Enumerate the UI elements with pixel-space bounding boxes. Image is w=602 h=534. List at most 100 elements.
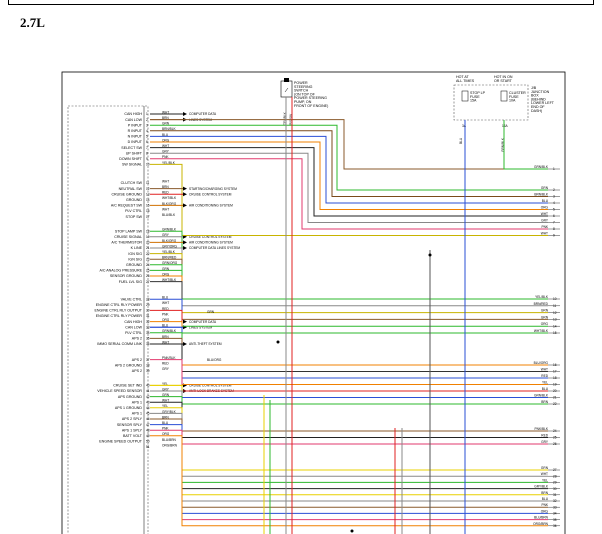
engine-label: 2.7L bbox=[20, 15, 45, 30]
wire-code: WHT bbox=[162, 301, 169, 305]
system-note: AIR CONDITIONING SYSTEM bbox=[189, 204, 233, 208]
right-pin: PNK8 bbox=[541, 225, 560, 231]
right-wire-code: PNK/BLK bbox=[535, 427, 549, 431]
wire-code: BLU bbox=[162, 324, 169, 328]
pin-number: 18 bbox=[146, 229, 150, 233]
wire-code: GRN/BLK bbox=[162, 228, 177, 232]
system-note: CRUISE CONTROL SYSTEM bbox=[189, 384, 232, 388]
label-line: STEERING bbox=[294, 85, 313, 89]
pin-number: 9 bbox=[146, 157, 148, 161]
wire-code: ORG/BRN bbox=[162, 443, 178, 447]
wire-code: GRY bbox=[162, 233, 170, 237]
junction-box-outline bbox=[453, 84, 529, 121]
wire-segment bbox=[150, 384, 548, 471]
arrow-icon bbox=[183, 203, 187, 208]
wire-code: YEL/BLK bbox=[162, 250, 176, 254]
arrow-icon bbox=[183, 342, 187, 346]
wire-code: YEL bbox=[162, 382, 168, 386]
pin-number: 2 bbox=[146, 118, 148, 122]
pin-number: 29 bbox=[146, 303, 150, 307]
pin-label: IGN SIG bbox=[128, 257, 142, 261]
pin-number: 32 bbox=[146, 320, 150, 324]
ps-switch-stem bbox=[284, 78, 289, 82]
wire-code: ORG bbox=[162, 138, 170, 142]
cluster-fuse bbox=[500, 90, 508, 102]
wire-segment bbox=[150, 124, 548, 191]
pin-number: 8 bbox=[146, 151, 148, 155]
right-wire-code: BRN/RED bbox=[534, 302, 549, 306]
wire-code: PNK bbox=[162, 312, 169, 316]
right-pin-number: 27 bbox=[553, 468, 557, 472]
right-wire-code: BLU bbox=[542, 199, 549, 203]
label-line: DASH) bbox=[531, 109, 542, 113]
pin-label: D INPUT bbox=[128, 140, 143, 144]
pin-number: 40 bbox=[146, 384, 150, 388]
pin-label: CLUTCH SW bbox=[121, 181, 143, 185]
pin-number: 7 bbox=[146, 146, 148, 150]
label-line: END OF bbox=[531, 105, 545, 109]
ps-wire-label: TEL/BLK bbox=[283, 111, 287, 125]
system-note: CRUISE CONTROL SYSTEM bbox=[189, 192, 232, 196]
pin-label: CAN LOW bbox=[125, 118, 142, 122]
pin-label: N INPUT bbox=[128, 135, 143, 139]
pin-label: ENGINE SPEED OUTPUT bbox=[99, 440, 143, 444]
right-pin-number: 29 bbox=[553, 481, 557, 485]
ps-switch-contact bbox=[284, 87, 289, 93]
conn-b-label: 14A bbox=[502, 124, 509, 128]
pin-number: 19 bbox=[146, 235, 150, 239]
wire-code: GRN bbox=[162, 122, 170, 126]
splice-dot bbox=[276, 340, 280, 344]
right-wire-code: ORG/BRN bbox=[533, 522, 549, 526]
wire-code: GRN/ORG bbox=[162, 261, 178, 265]
wire-segment bbox=[150, 247, 548, 307]
wire-code: GRN/BLK bbox=[162, 329, 177, 333]
label-line: FUSE bbox=[470, 95, 480, 99]
pin-number: 34 bbox=[146, 331, 150, 335]
wire-code: BLK/ORG bbox=[162, 202, 177, 206]
ps-switch-box bbox=[280, 80, 293, 98]
wire-segment bbox=[150, 253, 548, 314]
label-line: PUMP, ON bbox=[294, 100, 312, 104]
right-pin-number: 17 bbox=[553, 370, 557, 374]
right-wire-code: BRN/BLK bbox=[534, 193, 549, 197]
label-line: FRONT OF ENGINE) bbox=[294, 104, 328, 108]
wire-code: GRY bbox=[162, 150, 170, 154]
right-wire-code: BLU bbox=[542, 387, 549, 391]
wire-segment bbox=[150, 321, 548, 385]
wire-code: WHT bbox=[162, 399, 169, 403]
conn-a-label: 3A bbox=[462, 124, 467, 128]
wire-code: YEL/BLK bbox=[162, 161, 176, 165]
pin-number: 13 bbox=[146, 192, 150, 196]
right-pin: ORG5 bbox=[541, 206, 560, 212]
right-wire-code: GRN bbox=[541, 309, 549, 313]
